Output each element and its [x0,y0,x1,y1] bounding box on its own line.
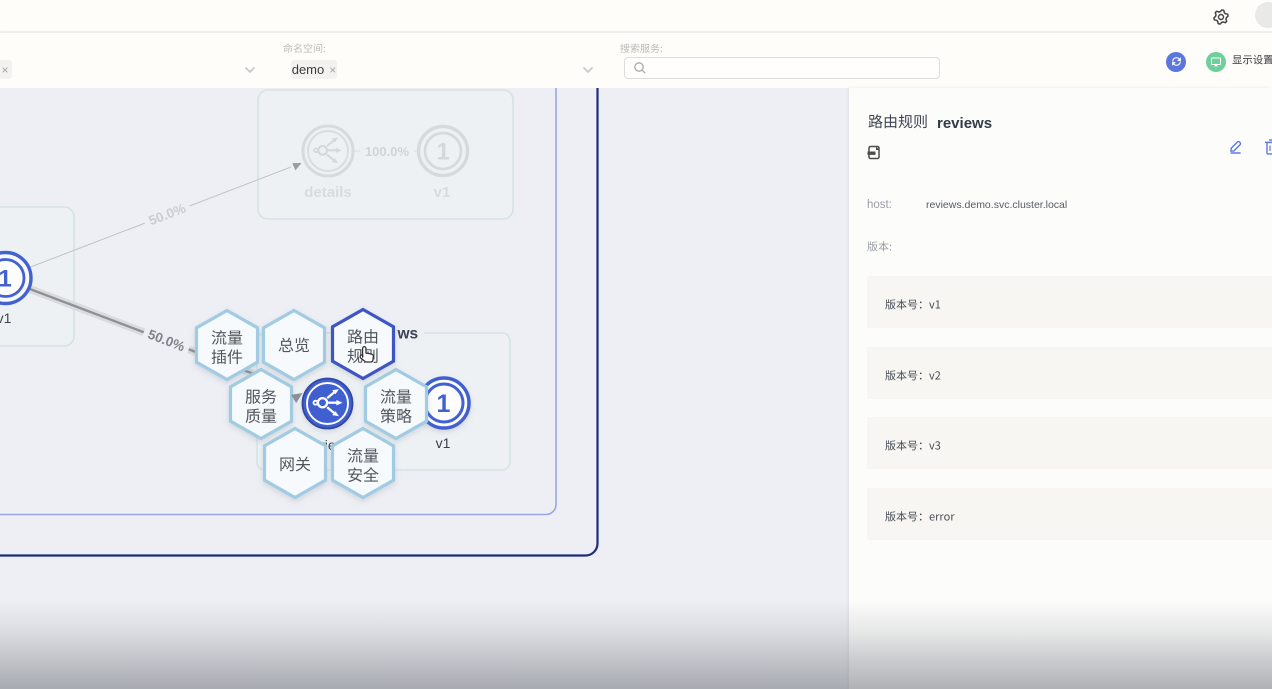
svg-text:details: details [304,184,352,201]
svg-text:v1: v1 [436,435,451,451]
svg-text:v1: v1 [434,184,451,201]
svg-text:1: 1 [0,266,12,293]
svg-text:100.0%: 100.0% [365,144,410,159]
svg-text:1: 1 [437,390,451,418]
svg-text:v1: v1 [0,310,12,326]
svg-text:1: 1 [436,139,449,166]
svg-text:ws: ws [397,326,419,343]
